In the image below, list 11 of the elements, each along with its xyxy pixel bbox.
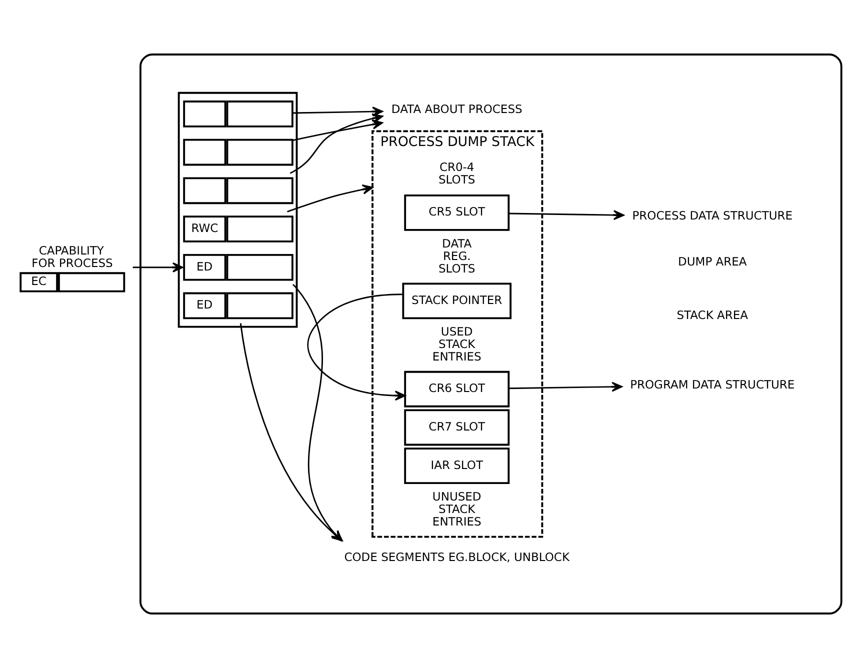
node-text: PROGRAM DATA STRUCTURE bbox=[630, 376, 795, 391]
node-text: DATA ABOUT PROCESS bbox=[391, 102, 522, 116]
label: DUMP AREA bbox=[678, 254, 747, 268]
node-label: CAPABILITY FOR PROCESS bbox=[32, 243, 113, 270]
node-text: CODE SEGMENTS EG.BLOCK, UNBLOCK bbox=[344, 549, 570, 564]
node-text: UNUSED STACK ENTRIES bbox=[432, 488, 482, 528]
node-text: USED STACK ENTRIES bbox=[432, 324, 482, 363]
node-text: PROCESS DATA STRUCTURE bbox=[632, 208, 793, 222]
node-text: CR0-4 SLOTS bbox=[438, 160, 476, 186]
node-text: DATA REG. SLOTS bbox=[438, 236, 476, 275]
label: STACK AREA bbox=[676, 308, 748, 322]
